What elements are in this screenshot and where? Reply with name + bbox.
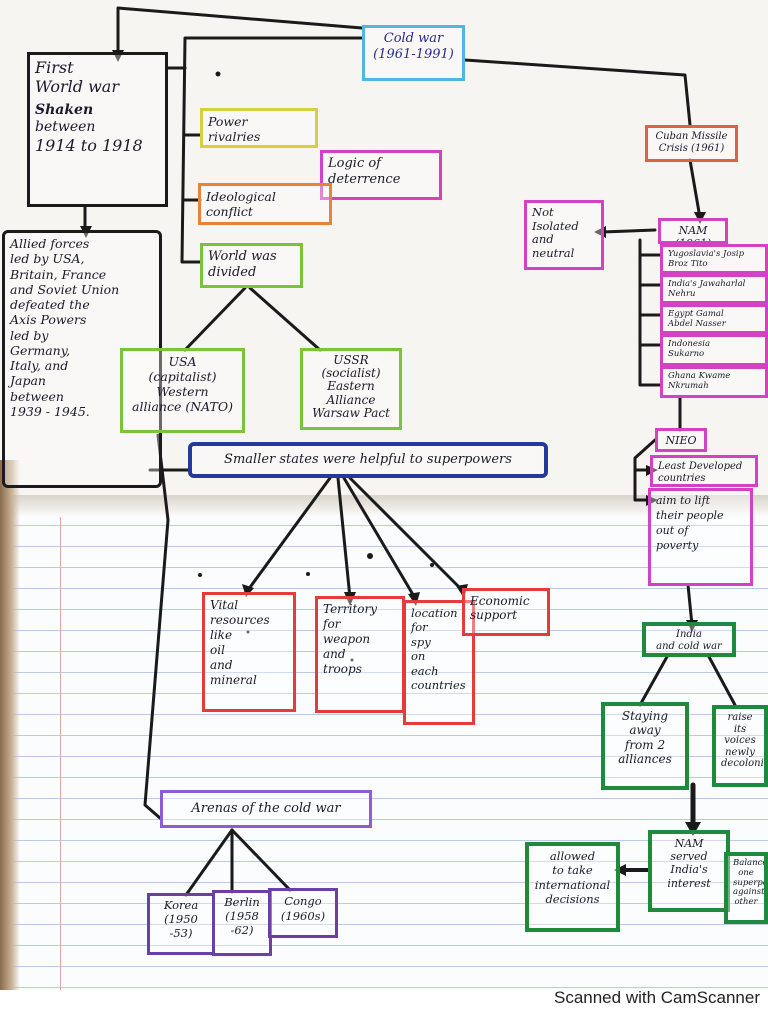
node-not-isolated: Not Isolated and neutral [524, 200, 604, 270]
node-vital-resources: Vital resources like oil and mineral [202, 592, 296, 712]
node-raise-voices: raise its voices newly decolonised [712, 705, 768, 787]
node-power-rivalries: Power rivalries [200, 108, 318, 148]
node-balance-superpower: Balance one superpower against other [724, 852, 768, 924]
node-nam-served: NAM served India's interest [648, 830, 730, 912]
shaken-label: Shaken [35, 102, 94, 119]
node-world-divided: World was divided [200, 243, 303, 288]
first-world-war-title: First World war [35, 58, 119, 97]
node-first-world-war: First World war Shaken between 1914 to 1… [27, 52, 168, 207]
years-label: 1914 to 1918 [35, 135, 143, 155]
lined-lower-page [0, 505, 768, 1000]
node-aim-to-lift: aim to lift their people out of poverty [648, 488, 753, 586]
node-nam-nkrumah: Ghana Kwame Nkrumah [660, 366, 768, 398]
node-nam-sukarno: Indonesia Sukarno [660, 334, 768, 366]
node-economic-support: Economic support [462, 588, 550, 636]
node-staying-away: Staying away from 2 alliances [601, 702, 689, 790]
node-logic-of-deterrence: Logic of deterrence [320, 150, 442, 200]
node-nam: NAM (1961) [658, 218, 728, 244]
node-ussr: USSR (socialist) Eastern Alliance Warsaw… [300, 348, 402, 430]
node-least-developed: Least Developed countries [650, 455, 758, 487]
node-korea: Korea (1950 -53) [147, 893, 215, 955]
page-fold [0, 495, 768, 517]
node-allowed-decisions: allowed to take international decisions [525, 842, 620, 932]
between-label: between [35, 119, 96, 136]
node-arenas: Arenas of the cold war [160, 790, 372, 828]
scan-footer [0, 990, 768, 1024]
node-nieo: NIEO [655, 428, 707, 452]
node-cold-war: Cold war (1961-1991) [362, 25, 465, 81]
node-berlin: Berlin (1958 -62) [212, 890, 272, 956]
node-ideological-conflict: Ideological conflict [198, 183, 332, 225]
node-nam-nehru: India's Jawaharlal Nehru [660, 274, 768, 304]
node-smaller-states: Smaller states were helpful to superpowe… [188, 442, 548, 478]
node-india-cold-war: India and cold war [642, 622, 736, 657]
node-cuban-missile: Cuban Missile Crisis (1961) [645, 125, 738, 162]
node-territory: Territory for weapon and troops [315, 596, 405, 713]
node-location: location for spy on each countries [403, 600, 475, 725]
camscanner-watermark: Scanned with CamScanner [553, 988, 760, 1007]
margin-line [60, 505, 61, 1000]
node-congo: Congo (1960s) [268, 888, 338, 938]
node-nam-nasser: Egypt Gamal Abdel Nasser [660, 304, 768, 334]
notebook-binding [0, 460, 20, 1000]
node-allied-forces: Allied forces led by USA, Britain, Franc… [2, 230, 162, 488]
node-usa: USA (capitalist) Western alliance (NATO) [120, 348, 245, 433]
node-nam-tito: Yugoslavia's Josip Broz Tito [660, 244, 768, 274]
